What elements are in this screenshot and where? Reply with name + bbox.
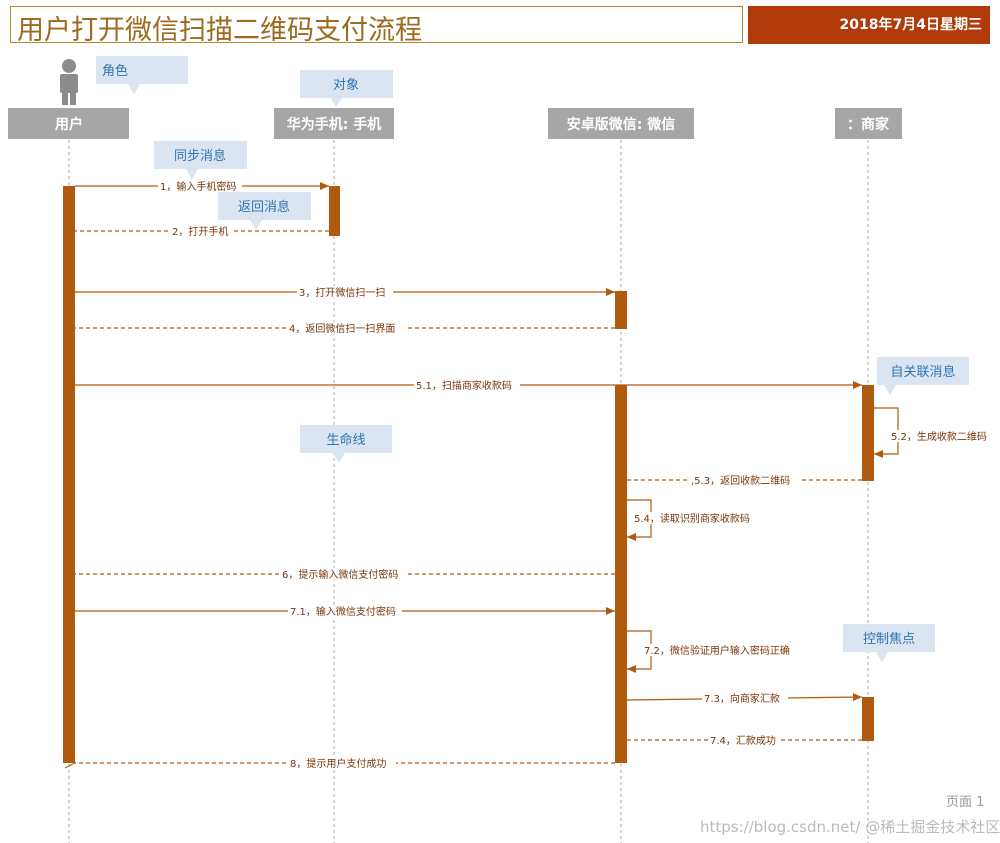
watermark: https://blog.csdn.net/ @稀土掘金技术社区 — [700, 818, 1000, 836]
callout-label: 对象 — [333, 78, 359, 93]
msg-6-label: 6，提示输入微信支付密码 — [282, 568, 398, 581]
callout-label: 自关联消息 — [890, 364, 955, 380]
msg-73-label: 7.3，向商家汇款 — [704, 692, 780, 705]
callout-role: 角色 — [96, 56, 188, 94]
activation-user — [63, 186, 75, 763]
msg-1-label: 1，输入手机密码 — [160, 180, 236, 193]
msg-51-label: 5.1，扫描商家收款码 — [416, 379, 512, 392]
participant-user: 用户 — [8, 108, 129, 139]
participant-label: ：商家 — [847, 116, 890, 133]
msg-53-label: ,5.3，返回收款二维码 — [691, 474, 790, 487]
callout-lifeline: 生命线 — [300, 425, 392, 463]
activation-wechat-2 — [615, 385, 627, 763]
callout-label: 同步消息 — [174, 148, 226, 164]
msg-3-label: 3，打开微信扫一扫 — [299, 286, 385, 299]
activation-merchant-2 — [862, 697, 874, 741]
msg-72-label: 7.2，微信验证用户输入密码正确 — [644, 644, 790, 657]
page-title: 用户打开微信扫描二维码支付流程 — [17, 15, 422, 46]
participant-label: 安卓版微信: 微信 — [567, 116, 675, 133]
page-label: 页面 1 — [946, 795, 984, 810]
msg-2-label: 2，打开手机 — [172, 225, 228, 238]
participant-label: 华为手机: 手机 — [287, 116, 381, 133]
activation-phone — [329, 186, 340, 236]
callout-label: 控制焦点 — [863, 632, 915, 647]
callout-self: 自关联消息 — [877, 357, 969, 395]
msg-8-label: 8，提示用户支付成功 — [290, 757, 386, 770]
date-banner: 2018年7月4日星期三 — [748, 6, 990, 44]
msg-74-label: 7.4，汇款成功 — [710, 734, 776, 747]
callout-object: 对象 — [300, 70, 393, 107]
callout-focus: 控制焦点 — [843, 624, 935, 662]
participant-phone: 华为手机: 手机 — [274, 108, 394, 139]
msg-4-label: 4，返回微信扫一扫界面 — [289, 322, 395, 335]
callout-label: 返回消息 — [238, 199, 290, 215]
callout-return: 返回消息 — [218, 192, 311, 230]
callout-label: 角色 — [102, 63, 128, 79]
participant-merchant: ：商家 — [835, 108, 902, 139]
callout-label: 生命线 — [326, 432, 365, 448]
callout-sync: 同步消息 — [154, 141, 247, 180]
actor-icon — [60, 59, 78, 105]
participant-label: 用户 — [55, 116, 83, 133]
participant-wechat: 安卓版微信: 微信 — [548, 108, 694, 139]
msg-71-label: 7.1，输入微信支付密码 — [290, 605, 396, 618]
title-box: 用户打开微信扫描二维码支付流程 — [10, 6, 743, 46]
msg-54-label: 5.4，读取识别商家收款码 — [634, 512, 750, 525]
activation-wechat-1 — [615, 291, 627, 329]
msg-52-label: 5.2，生成收款二维码 — [891, 430, 987, 443]
activation-merchant-1 — [862, 385, 874, 481]
